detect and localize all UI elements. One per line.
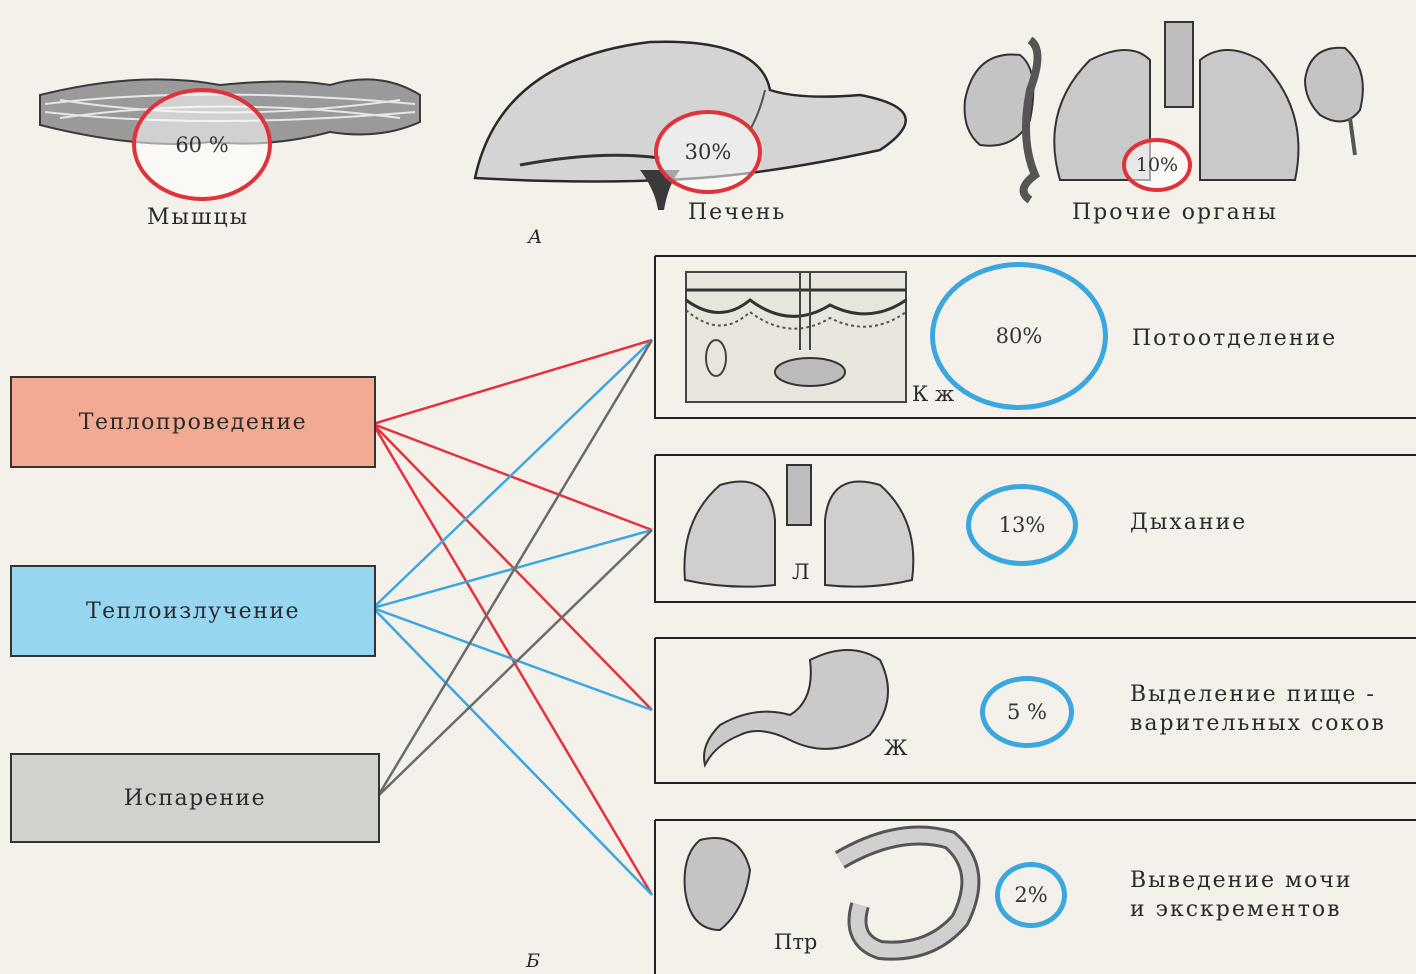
other-organs-label: Прочие органы	[1072, 200, 1278, 225]
process-label-sweating: Потоотделение	[1132, 324, 1337, 353]
process-line: Дыхание	[1130, 508, 1247, 537]
source-label-evaporation: Испарение	[124, 786, 266, 811]
process-label-breathing: Дыхание	[1130, 508, 1247, 537]
excretion-percent-circle: 2%	[995, 862, 1067, 928]
process-label-excretion: Выведение мочи и экскрементов	[1130, 866, 1353, 924]
liver-percent-circle: 30%	[654, 110, 762, 194]
process-line: и экскрементов	[1130, 895, 1353, 924]
source-box-radiation: Теплоизлучение	[10, 565, 376, 657]
radiation-lines	[373, 340, 652, 895]
part-a-label: А	[528, 226, 542, 248]
digestion-percent-circle: 5 %	[980, 676, 1074, 748]
liver-label: Печень	[688, 200, 786, 225]
other-organs-percent-circle: 10%	[1122, 138, 1192, 192]
process-label-digestion: Выделение пище - варительных соков	[1130, 680, 1386, 738]
kidney-intestine-illustration	[685, 836, 971, 951]
process-line: Выделение пище -	[1130, 680, 1386, 709]
muscle-label: Мышцы	[147, 205, 249, 230]
source-box-conduction: Теплопроведение	[10, 376, 376, 468]
organ-tag-stomach: Ж	[884, 736, 908, 760]
breathing-percent-circle: 13%	[966, 484, 1078, 566]
part-b-label: Б	[526, 950, 540, 972]
sweating-percent-circle: 80%	[930, 262, 1108, 410]
process-line: Потоотделение	[1132, 324, 1337, 353]
skin-illustration	[686, 272, 906, 402]
source-label-conduction: Теплопроведение	[79, 410, 307, 435]
source-box-evaporation: Испарение	[10, 753, 380, 843]
conduction-lines	[373, 340, 652, 895]
organ-tag-kidney-intestine: Птр	[774, 930, 817, 954]
muscle-percent-circle: 60 %	[132, 88, 272, 201]
process-line: варительных соков	[1130, 709, 1386, 738]
organ-tag-skin: К ж	[912, 382, 954, 406]
organ-tag-lungs: Л	[792, 560, 810, 584]
evaporation-lines	[378, 340, 652, 796]
process-line: Выведение мочи	[1130, 866, 1353, 895]
source-label-radiation: Теплоизлучение	[86, 599, 300, 624]
stomach-illustration	[704, 650, 888, 765]
